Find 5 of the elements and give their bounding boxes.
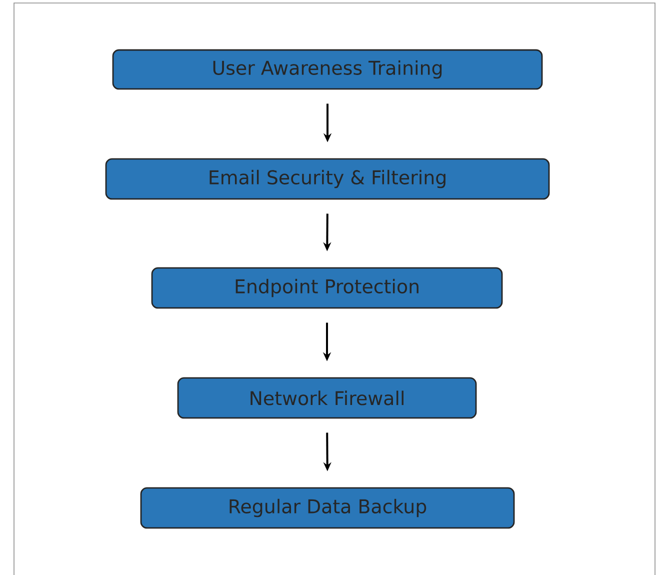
process-box: Network Firewall [177,377,477,419]
process-box: Regular Data Backup [140,487,515,529]
process-box: User Awareness Training [112,49,543,90]
process-box: Email Security & Filtering [105,158,550,200]
process-box: Endpoint Protection [151,267,503,309]
